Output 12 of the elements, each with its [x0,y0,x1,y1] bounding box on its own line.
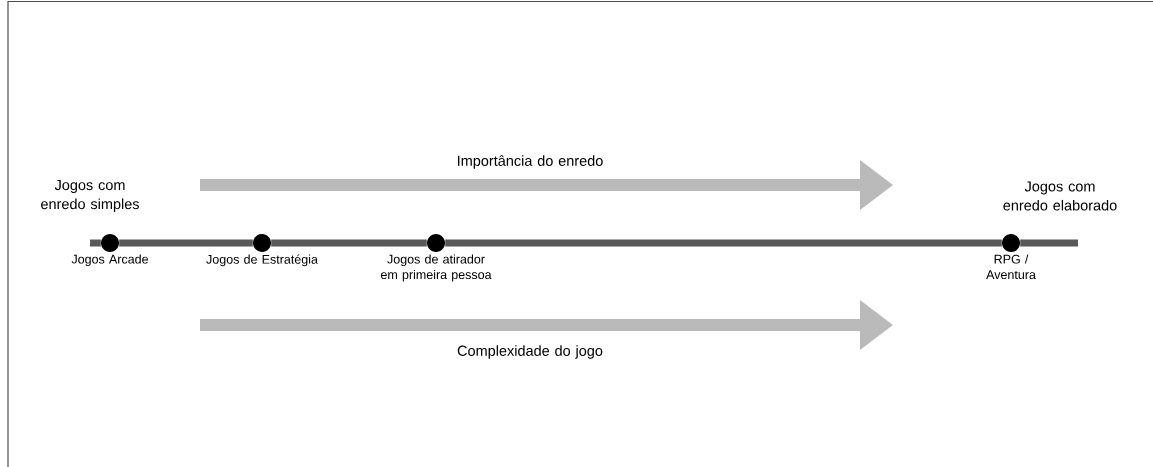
axis-label: Jogos com enredo elaborado [1003,181,1117,211]
timeline-dot [253,234,271,252]
dot-label: Jogos Arcade [71,254,148,267]
dot-label: Jogos de atirador em primeira pessoa [380,254,492,282]
timeline-dot [101,234,119,252]
timeline-dot [1002,234,1020,252]
axis-label: Jogos com enredo simples [41,180,140,212]
dot-label: Jogos de Estratégia [206,254,318,267]
axis-label: Complexidade do jogo [457,345,603,359]
timeline-dot [427,234,445,252]
axis-label: Importância do enredo [458,155,603,169]
dot-label: RPG / Aventura [986,254,1036,280]
